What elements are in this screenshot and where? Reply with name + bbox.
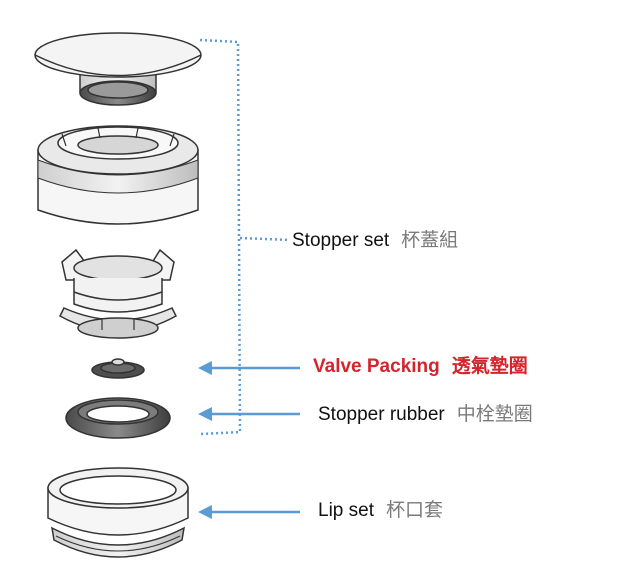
- stopper-rubber-part: [65, 397, 171, 439]
- stopper-set-bracket: [199, 38, 291, 436]
- stopper-set-label: Stopper set 杯蓋組: [292, 228, 458, 253]
- lip-set-label-zh: 杯口套: [385, 499, 443, 521]
- top-cap-part: [34, 32, 202, 106]
- lip-set-label-en: Lip set: [318, 500, 374, 521]
- inner-stopper-part: [59, 248, 177, 339]
- stopper-rubber-label: Stopper rubber 中栓墊圈: [318, 402, 533, 427]
- lip-set-label: Lip set 杯口套: [318, 498, 443, 523]
- stopper-set-label-en: Stopper set: [292, 230, 390, 251]
- valve-packing-label-en: Valve Packing: [313, 356, 440, 377]
- stopper-set-label-zh: 杯蓋組: [401, 229, 459, 251]
- pointer-arrows: [198, 361, 300, 519]
- lip-set-part: [47, 467, 189, 558]
- valve-packing-label-zh: 透氣墊圈: [451, 355, 528, 377]
- stopper-body-part: [37, 125, 199, 225]
- stopper-rubber-label-en: Stopper rubber: [318, 404, 445, 425]
- valve-packing-part: [91, 358, 145, 379]
- stopper-rubber-label-zh: 中栓墊圈: [456, 403, 533, 425]
- valve-packing-label: Valve Packing 透氣墊圈: [313, 354, 528, 379]
